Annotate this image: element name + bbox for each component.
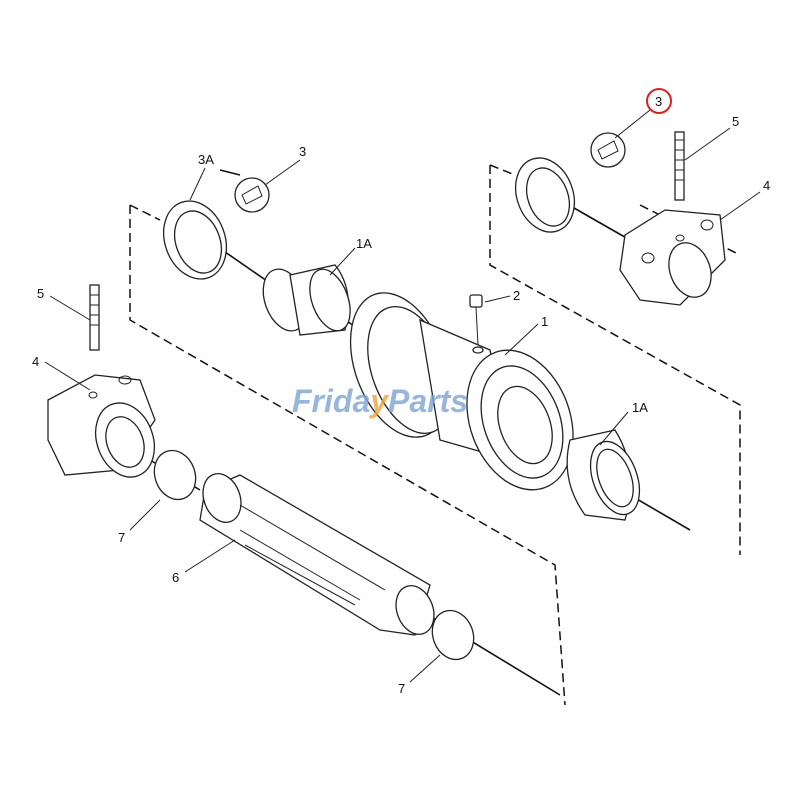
callout-7-left: 7 [118,530,125,545]
callout-4-left: 4 [32,354,39,369]
assembly-boundary-left [129,204,566,706]
shaft-6 [199,473,435,636]
highlight-circle [646,88,672,114]
collar-4-right [619,209,726,306]
seal-right [515,157,575,233]
bushing-1A-left [262,264,351,336]
seal-3A [163,200,227,280]
collar-4-left [47,374,156,478]
callout-6: 6 [172,570,179,585]
callout-5-right: 5 [732,114,739,129]
callout-1A-left: 1A [356,236,372,251]
callout-5-left: 5 [37,286,44,301]
pin-5-left [89,284,100,351]
bushing-1A-right [566,429,641,521]
callout-1: 1 [541,314,548,329]
callout-4-right: 4 [763,178,770,193]
callout-3-highlighted: 3 [655,94,662,109]
part-3-left [234,177,270,213]
callout-7-bottom: 7 [398,681,405,696]
part-3-right [590,132,626,168]
callout-3A: 3A [198,152,214,167]
callout-2: 2 [513,288,520,303]
o-ring-7-left [153,449,197,501]
plug-2 [469,294,483,346]
roller-1 [349,292,574,491]
o-ring-7-bottom [431,609,475,661]
callout-1A-right: 1A [632,400,648,415]
leader-lines [44,109,761,683]
pin-5-right [674,131,685,201]
watermark: FridayParts [292,383,468,419]
callout-3-left: 3 [299,144,306,159]
assembly-boundary-right [489,164,741,555]
